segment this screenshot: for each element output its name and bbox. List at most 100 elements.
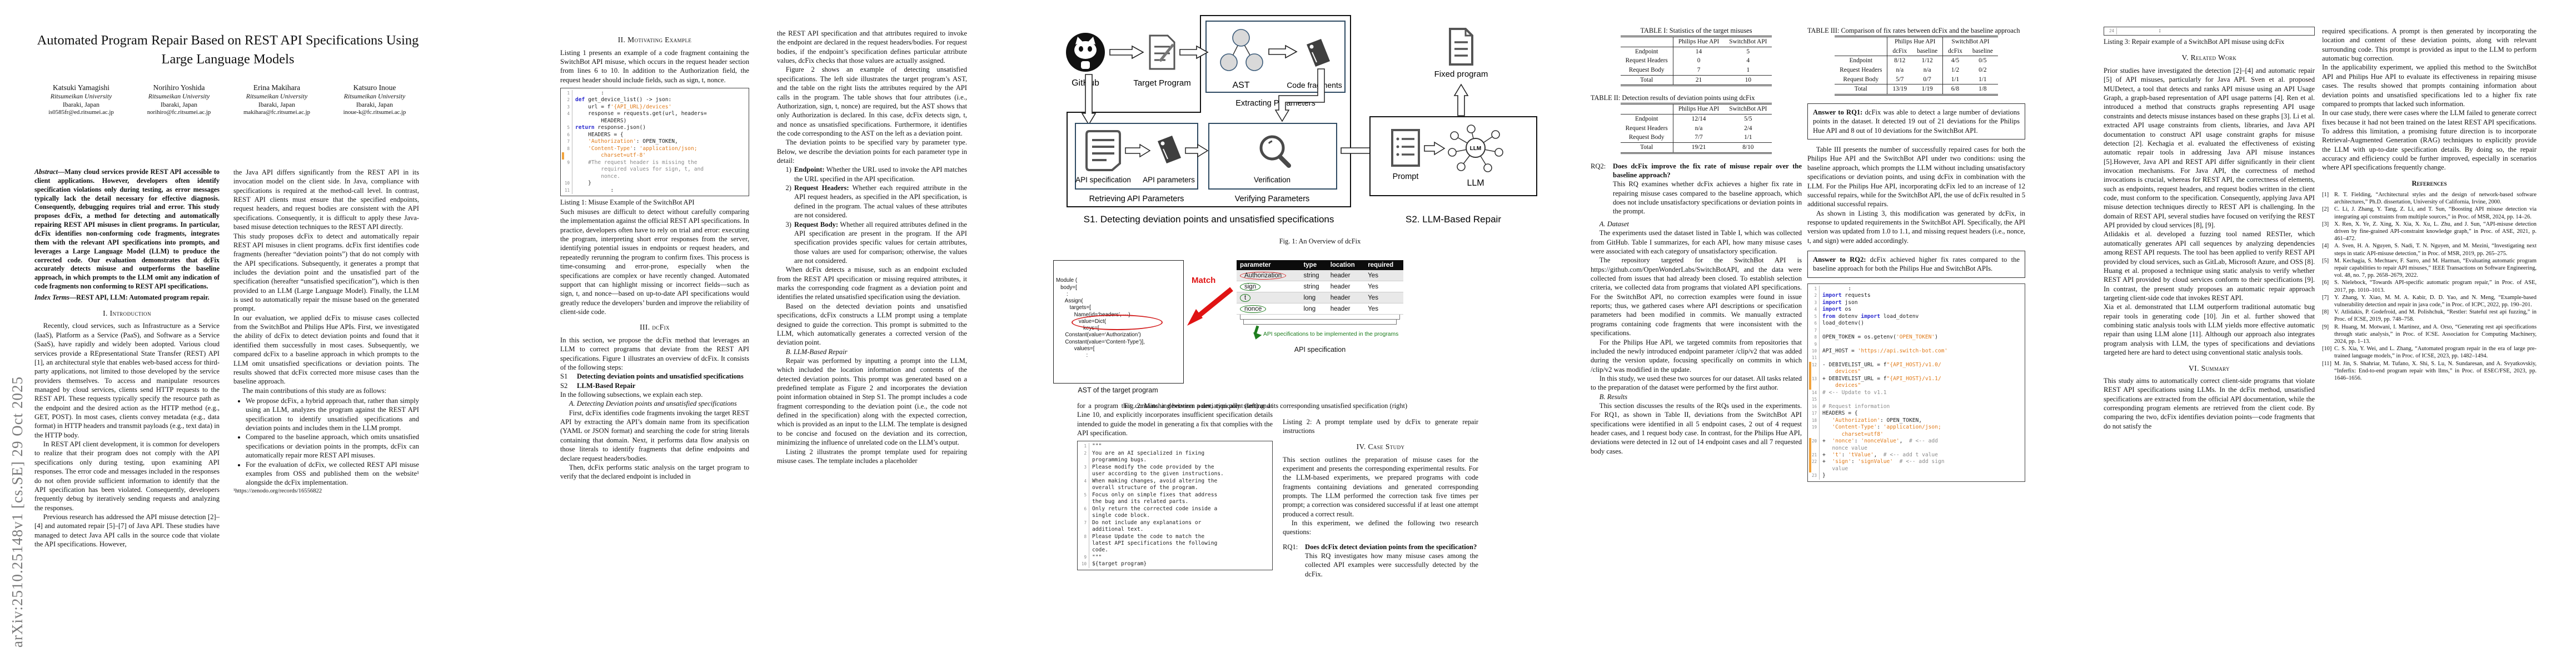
- section-heading-introduction: I. Introduction: [103, 308, 151, 317]
- paragraph: In this study, we used these two sources…: [1591, 374, 1802, 392]
- ast-line: :: [1056, 352, 1088, 359]
- arrow-icon: [1268, 44, 1298, 59]
- arrow-icon: [1424, 141, 1446, 156]
- table3-group-header: SwitchBot API: [1942, 36, 1998, 47]
- paragraph: In this section, we propose the dcFix me…: [560, 336, 749, 371]
- reference-item: [11]M. Jin, S. Shahriar, M. Tufano, X. S…: [2322, 360, 2537, 382]
- table3-subheader: dcFix: [1887, 46, 1912, 57]
- contribution-bullets: We propose dcFix, a hybrid approach that…: [233, 396, 419, 487]
- ast-line: Assign(: [1056, 298, 1083, 305]
- paragraph: First, dcFix identifies code fragments i…: [560, 409, 749, 462]
- paragraph: This study proposes dcFix to detect and …: [233, 232, 419, 313]
- table3-subheader: dcFix: [1942, 46, 1967, 57]
- paragraph: In the following subsections, we explain…: [560, 391, 703, 399]
- ast-line: targets=[: [1056, 305, 1091, 311]
- target-program-icon: [1149, 34, 1175, 70]
- paragraph: Such misuses are difficult to detect wit…: [560, 208, 750, 316]
- rq2-label: RQ2:: [1591, 162, 1606, 170]
- ast-line: values=[: [1056, 345, 1095, 352]
- arrow-icon: [1125, 143, 1151, 158]
- author-affiliation: Ritsumeikan University: [50, 92, 112, 100]
- table3-subheader: baseline: [1967, 46, 1998, 57]
- paragraph: The experiments used the dataset listed …: [1591, 229, 1802, 255]
- table2-header: SwitchBot API: [1724, 103, 1772, 115]
- ast-line: Constant(value=‘Authorization’): [1056, 332, 1141, 339]
- reference-item: [9]R. Huang, M. Motwani, I. Martinez, an…: [2322, 323, 2537, 345]
- author: Katsuki Yamagishi Ritsumeikan University…: [34, 83, 128, 116]
- paragraph: As shown in Listing 3, this modification…: [1807, 209, 2025, 245]
- author-block: Katsuki Yamagishi Ritsumeikan University…: [34, 83, 421, 116]
- stacked-sheet: [1240, 315, 1400, 320]
- author: Erina Makihara Ritsumeikan University Ib…: [230, 83, 323, 116]
- api-parameters-icon: [1158, 136, 1181, 163]
- match-arrow: [1187, 287, 1233, 326]
- target-program-label: Target Program: [1133, 78, 1190, 88]
- figure-2-caption: Fig. 2: Matching between a deviation poi…: [1124, 401, 1408, 410]
- author-email: makihara@fc.ritsumei.ac.jp: [243, 108, 310, 116]
- paragraph: The repository targeted for the SwitchBo…: [1591, 256, 1802, 337]
- api-spec-table-zone: parameter type location required Authori…: [1237, 260, 1403, 354]
- green-arrow-icon: [1251, 325, 1262, 341]
- paragraph: Previous research has addressed the API …: [34, 512, 220, 549]
- figure-1: GitHub Target Program AST: [1037, 12, 1603, 246]
- page-title: Automated Program Repair Based on REST A…: [37, 33, 419, 67]
- paragraph: In our evaluation, we applied dcFix to m…: [233, 313, 419, 386]
- paragraph: When dcFix detects a misuse, such as an …: [777, 266, 967, 301]
- table3: Philips Hue API SwitchBot API dcFix base…: [1835, 35, 1998, 96]
- paragraph: In the applicability experiment, we appl…: [2322, 63, 2537, 108]
- reference-item: [10]C. S. Xia, Y. Wei, and L. Zhang, “Au…: [2322, 346, 2537, 360]
- reference-item: [6]S. Nielebock, “Towards API-specific a…: [2322, 280, 2537, 293]
- paragraph: Listing 2 illustrates the prompt templat…: [777, 447, 967, 465]
- author-email: inoue-k@fc.ritsumei.ac.jp: [343, 108, 406, 116]
- rq1-text: This RQ investigates how many misuse cas…: [1305, 552, 1478, 578]
- ast-line: :: [1056, 291, 1068, 297]
- column-4: the REST API specification and that attr…: [777, 29, 967, 465]
- footnote: ¹https://zenodo.org/records/16556822: [233, 487, 322, 494]
- paragraph: The deviation points to be specified var…: [777, 138, 967, 165]
- introduction-paragraphs-cont: the Java API differs significantly from …: [233, 168, 419, 386]
- numbered-item: 2)Request Headers: Whether each required…: [785, 184, 968, 220]
- author-name: Katsuki Yamagishi: [52, 83, 109, 92]
- stacked-sheet: [1243, 320, 1397, 325]
- match-zone: Match: [1184, 260, 1237, 349]
- rq2-text: This RQ examines whether dcFix achieves …: [1613, 180, 1802, 216]
- author: Norihiro Yoshida Ritsumeikan University …: [132, 83, 226, 116]
- table3-subheader: baseline: [1912, 46, 1943, 57]
- column-1: Abstract—Many cloud services provide RES…: [34, 168, 220, 549]
- api-parameters-label: API parameters: [1143, 176, 1195, 184]
- author-name: Katsuro Inoue: [353, 83, 396, 92]
- api-specification-stack-label: API specification: [1294, 346, 1346, 354]
- author-location: Ibaraki, Japan: [160, 100, 198, 108]
- listing3-caption: Listing 3: Repair example of a SwitchBot…: [2104, 38, 2285, 46]
- contributions-lead: The main contributions of this study are…: [242, 386, 387, 395]
- fixed-program-icon: [1449, 28, 1473, 66]
- listing2-caption: Listing 2: A prompt template used by dcF…: [1283, 418, 1478, 435]
- column-6: Listing 2: A prompt template used by dcF…: [1283, 418, 1478, 582]
- subsection-heading-dataset: A. Dataset: [1599, 220, 1629, 228]
- paragraph: Listing 1 presents an example of a code …: [560, 48, 749, 84]
- figure-1-diagram: GitHub Target Program AST: [1066, 15, 1537, 225]
- paragraph: In REST API client development, it is co…: [34, 440, 220, 512]
- paper-header: Automated Program Repair Based on REST A…: [34, 31, 421, 116]
- subsection-heading-results: B. Results: [1599, 392, 1628, 401]
- reference-item: [4]A. Sven, H. A. Nguyen, S. Nadi, T. N.…: [2322, 243, 2537, 257]
- api-specification-label: API specification: [1075, 176, 1131, 184]
- ast-box-label: AST of the target program: [1078, 386, 1158, 394]
- reference-item: [1]R. T. Fielding, “Architectural styles…: [2322, 192, 2537, 206]
- author-name: Norihiro Yoshida: [153, 83, 205, 92]
